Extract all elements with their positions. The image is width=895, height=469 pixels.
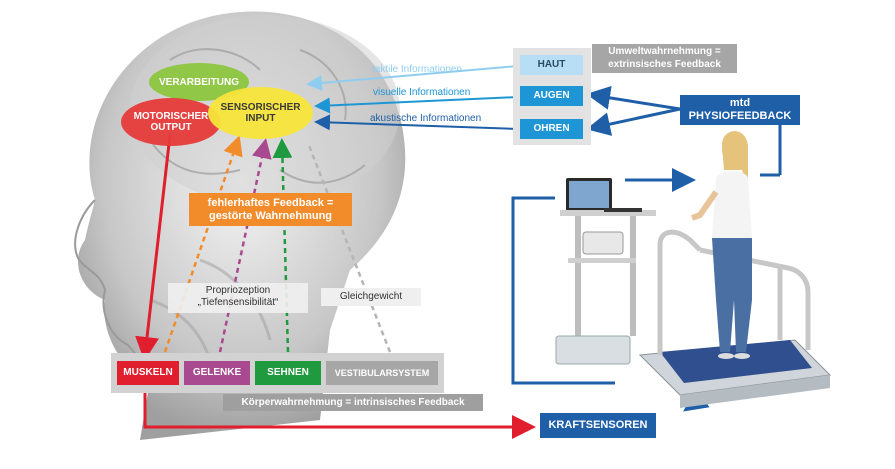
koerperwahrnehmung-label: Körperwahrnehmung = intrinsisches Feedba… — [223, 394, 483, 411]
gleichgewicht-label: Gleichgewicht — [321, 288, 421, 306]
ohren-box: OHREN — [520, 119, 583, 139]
propriozeption-line2: „Tiefensensibilität“ — [197, 297, 279, 308]
fehlerhaftes-feedback-box: fehlerhaftes Feedback = gestörte Wahrneh… — [189, 193, 352, 226]
taktile-informationen-label: taktile Informationen — [372, 64, 463, 75]
patient-figure — [690, 131, 752, 359]
balance-platform — [638, 229, 832, 408]
vestibular-to-input-arrow — [306, 142, 392, 353]
sehnen-to-input-arrow — [272, 138, 293, 353]
motorischer-label-line2: OUTPUT — [150, 122, 192, 133]
akustische-informationen-label: akustische Informationen — [370, 113, 482, 124]
feedback-box-line1: fehlerhaftes Feedback = — [207, 197, 334, 209]
muskeln-to-kraftsensoren-arrow — [143, 385, 536, 439]
physiofeedback-line1: mtd — [729, 97, 751, 109]
device-loop-line — [511, 196, 615, 385]
physiofeedback-box: mtd PHYSIOFEEDBACK — [680, 95, 800, 125]
feedback-box-line2: gestörte Wahrnehmung — [208, 210, 333, 222]
sensorischer-label-line1: SENSORISCHER — [220, 102, 301, 113]
motorischer-label-line1: MOTORISCHER — [133, 111, 209, 122]
propriozeption-panel — [168, 283, 308, 313]
visuelle-informationen-label: visuelle Informationen — [373, 87, 471, 98]
propriozeption-line1: Propriozeption — [205, 285, 271, 296]
gelenke-box: GELENKE — [184, 361, 250, 385]
muskeln-to-input-arrow — [163, 135, 243, 353]
kraftsensoren-box: KRAFTSENSOREN — [540, 413, 656, 438]
physio-to-ohren-arrow — [586, 107, 681, 136]
umwelt-line2: extrinsisches Feedback — [608, 59, 721, 70]
muskeln-box: MUSKELN — [117, 361, 179, 385]
vestibularsystem-box: VESTIBULARSYSTEM — [326, 361, 438, 385]
motorischer-output-ellipse — [121, 98, 221, 146]
motorischer-output-label: MOTORISCHER OUTPUT — [121, 111, 221, 133]
sehnen-box: SEHNEN — [255, 361, 321, 385]
verarbeitung-label: VERARBEITUNG — [158, 77, 239, 88]
augen-box: AUGEN — [520, 86, 583, 106]
physio-to-augen-arrow — [586, 85, 681, 111]
sensorischer-input-label: SENSORISCHER INPUT — [208, 102, 313, 124]
akustische-arrow — [314, 114, 519, 131]
haut-box: HAUT — [520, 55, 583, 75]
visuelle-arrow — [314, 96, 519, 114]
propriozeption-label: Propriozeption „Tiefensensibilität“ — [168, 285, 308, 309]
taktile-arrow — [306, 65, 519, 91]
umwelt-line1: Umweltwahrnehmung = — [608, 46, 721, 57]
sensorischer-label-line2: INPUT — [245, 113, 276, 124]
sensorischer-input-ellipse — [208, 87, 313, 139]
umweltwahrnehmung-box: Umweltwahrnehmung = extrinsisches Feedba… — [592, 44, 737, 73]
computer-cart — [555, 178, 656, 365]
physiofeedback-line2: PHYSIOFEEDBACK — [688, 110, 792, 122]
motor-output-arrow — [135, 134, 172, 361]
